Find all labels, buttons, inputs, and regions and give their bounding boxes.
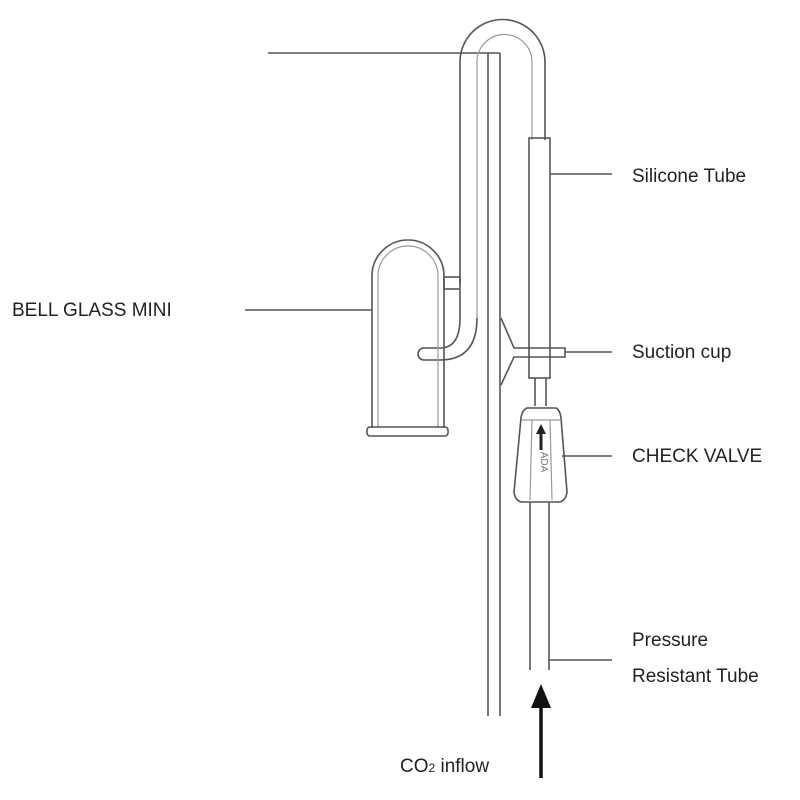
bell-glass	[366, 239, 461, 437]
valve-direction-arrow-icon	[536, 424, 546, 450]
pressure-resistant-tube	[529, 502, 550, 670]
suction-cup	[500, 317, 566, 386]
label-suction-cup: Suction cup	[632, 342, 732, 363]
inflow-text: inflow	[435, 756, 490, 777]
label-check-valve: CHECK VALVE	[632, 446, 763, 467]
silicone-tube	[528, 137, 551, 406]
glass-tube	[417, 18, 546, 361]
co2-text: CO	[400, 756, 429, 777]
label-resistant-tube: Resistant Tube	[632, 666, 759, 687]
valve-brand-logo: ADA	[538, 452, 549, 473]
leader-lines	[245, 173, 612, 661]
check-valve: ADA	[513, 407, 568, 503]
label-co2-inflow: CO2 inflow	[400, 756, 489, 778]
label-silicone-tube: Silicone Tube	[632, 166, 747, 187]
label-pressure: Pressure	[632, 630, 709, 651]
co2-inflow-arrow-icon	[531, 684, 551, 778]
aquarium-wall	[487, 53, 501, 716]
label-bell-glass-mini: BELL GLASS MINI	[12, 300, 172, 321]
co2-subscript: 2	[428, 761, 436, 775]
